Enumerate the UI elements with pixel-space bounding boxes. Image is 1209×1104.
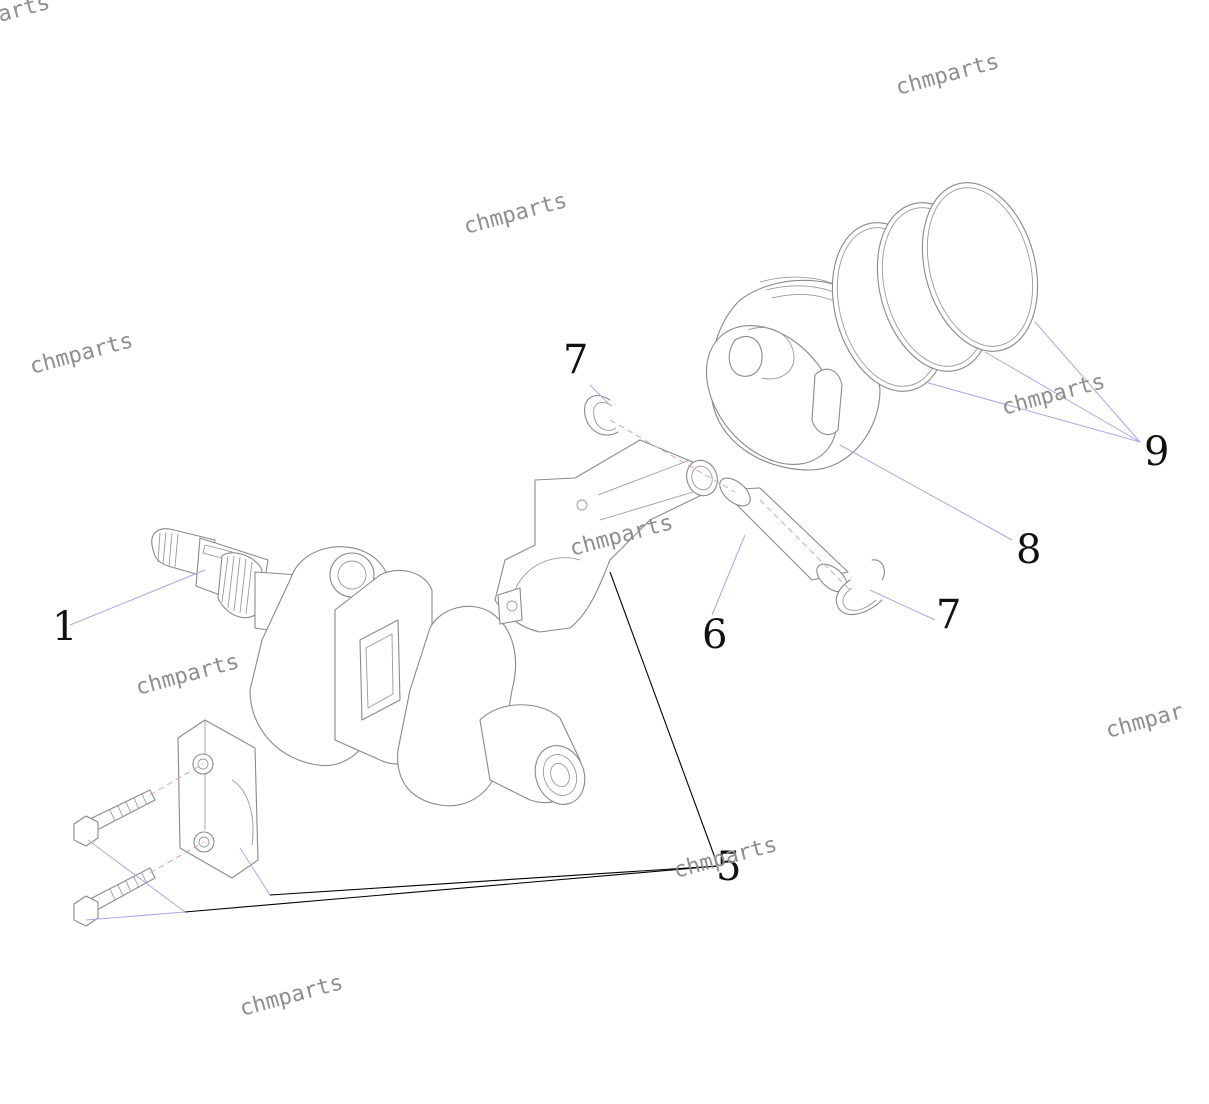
callout-7-lower: 7 [936, 592, 961, 638]
callout-5: 5 [716, 844, 741, 890]
piston-ring-3 [921, 182, 1039, 352]
crankshaft [151, 528, 586, 807]
callout-9: 9 [1144, 429, 1169, 475]
connecting-rod [494, 439, 718, 633]
piston-pin [719, 477, 849, 593]
watermark-text: chmparts [237, 970, 346, 1022]
watermark-text: chmpar [1103, 699, 1186, 744]
watermark-text: chmparts [461, 188, 570, 240]
leader-lines [69, 321, 1141, 921]
circlip-upper [584, 395, 619, 436]
circlip-lower [835, 559, 885, 615]
watermark-text: chmparts [133, 649, 242, 701]
watermark-text: arts [0, 0, 53, 28]
cap-bolt-upper [73, 789, 156, 847]
watermark-text: chmparts [893, 49, 1002, 101]
callout-6: 6 [702, 612, 727, 658]
callout-7-upper: 7 [563, 337, 588, 383]
watermark-text: chmparts [27, 328, 136, 380]
watermark-text: chmparts [999, 369, 1108, 421]
callout-1: 1 [52, 604, 77, 650]
assembly-axes [149, 419, 851, 874]
piston [705, 276, 881, 471]
bearing-cap [177, 719, 259, 879]
callout-8: 8 [1016, 527, 1041, 573]
